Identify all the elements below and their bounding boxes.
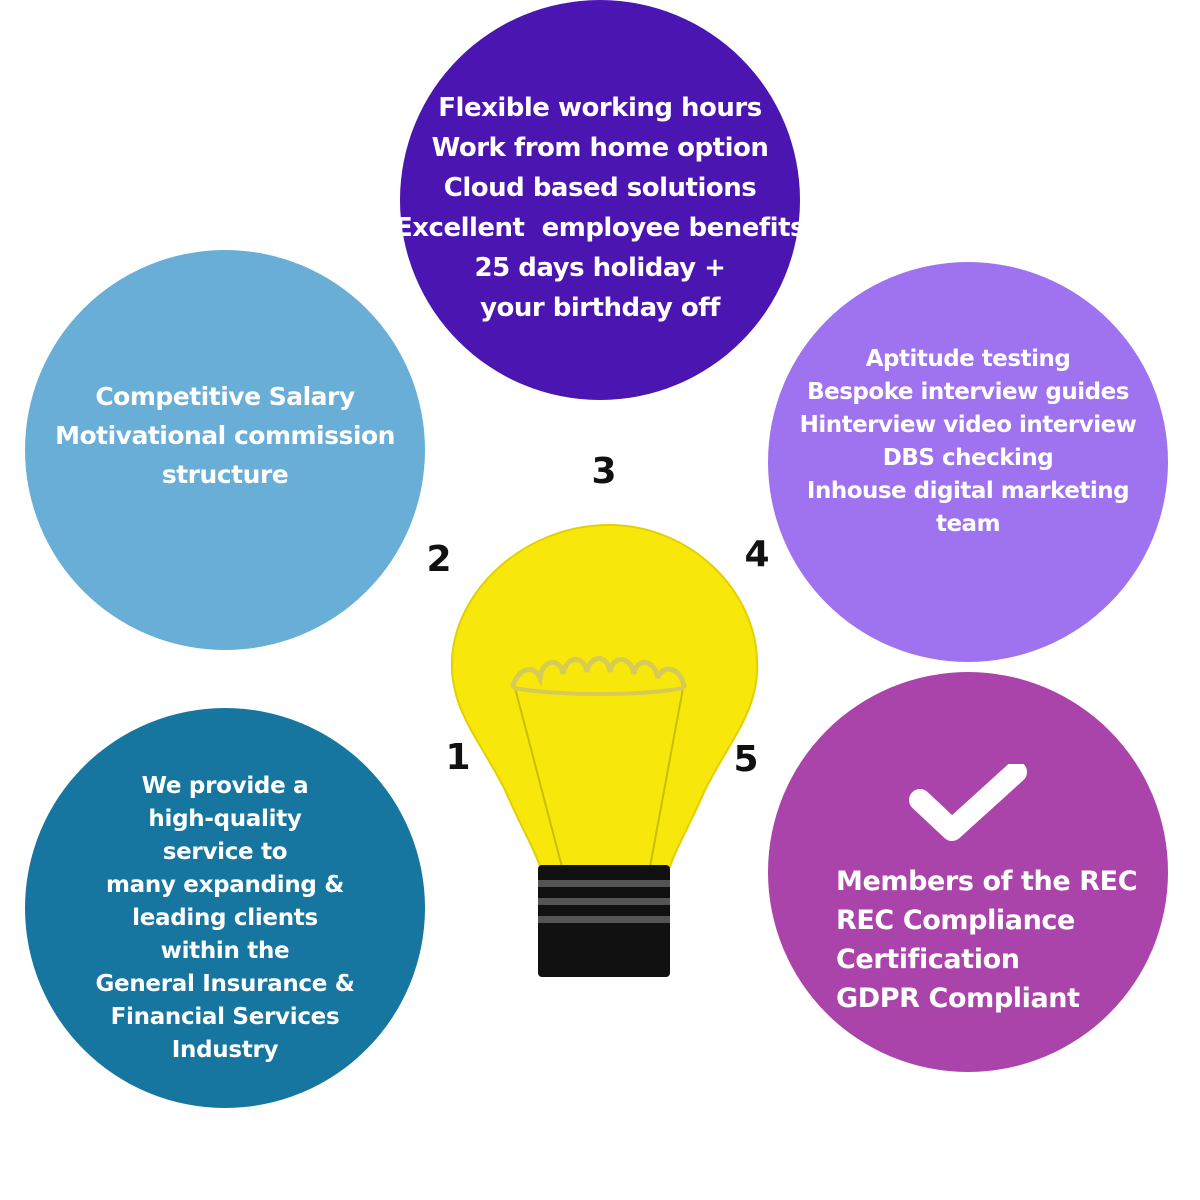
circle-4-recruitment-tools: Aptitude testing Bespoke interview guide… — [768, 262, 1168, 662]
circle-4-line: team — [935, 511, 1001, 537]
circle-1-line: Industry — [171, 1036, 279, 1063]
circle-1-line: Financial Services — [110, 1003, 340, 1030]
circle-1-line: leading clients — [132, 904, 318, 931]
checkmark-icon — [909, 764, 1027, 841]
circle-3-line: your birthday off — [480, 292, 720, 323]
circle-5-line: Members of the REC — [836, 866, 1138, 897]
step-number-3: 3 — [591, 451, 617, 492]
circle-2-line: Competitive Salary — [95, 381, 355, 411]
circle-1-line: service to — [162, 838, 288, 865]
circle-1-line: within the — [160, 937, 290, 964]
circle-4-line: Bespoke interview guides — [807, 379, 1129, 405]
circle-3-line: Work from home option — [431, 132, 769, 163]
bulb-filament — [510, 656, 687, 689]
circle-1-line: many expanding & — [105, 871, 345, 898]
circle-5-line: GDPR Compliant — [836, 983, 1080, 1014]
circle-3-line: Flexible working hours — [438, 92, 762, 123]
circle-1-line: high-quality — [148, 805, 302, 832]
circle-1-line: General Insurance & — [95, 970, 355, 997]
circle-2-line: structure — [161, 459, 289, 489]
step-number-1: 1 — [445, 737, 471, 778]
circle-1-line: We provide a — [141, 772, 309, 799]
lightbulb-icon — [450, 523, 759, 977]
circle-3-line: Excellent employee benefits — [395, 212, 805, 243]
circle-3-line: Cloud based solutions — [443, 172, 757, 203]
bulb-glass — [450, 523, 759, 868]
circle-4-line: Hinterview video interview — [799, 412, 1137, 438]
step-number-2: 2 — [426, 539, 452, 580]
circle-4-line: Aptitude testing — [865, 346, 1071, 372]
step-number-5: 5 — [733, 739, 759, 780]
step-number-4: 4 — [744, 534, 770, 575]
circle-5-text: Members of the REC REC Compliance Certif… — [836, 862, 1138, 1018]
circle-2-line: Motivational commission — [55, 420, 395, 450]
circle-3-flexibility: Flexible working hours Work from home op… — [395, 0, 805, 400]
circle-4-line: DBS checking — [882, 445, 1054, 471]
circle-5-line: REC Compliance — [836, 905, 1075, 936]
circle-5-compliance: Members of the REC REC Compliance Certif… — [768, 672, 1168, 1072]
circle-2-salary: Competitive Salary Motivational commissi… — [25, 250, 425, 650]
circle-5-line: Certification — [836, 944, 1020, 975]
circle-1-service: We provide a high-quality service to man… — [25, 708, 425, 1108]
circle-4-line: Inhouse digital marketing — [806, 478, 1130, 504]
circle-3-line: 25 days holiday + — [474, 252, 726, 283]
